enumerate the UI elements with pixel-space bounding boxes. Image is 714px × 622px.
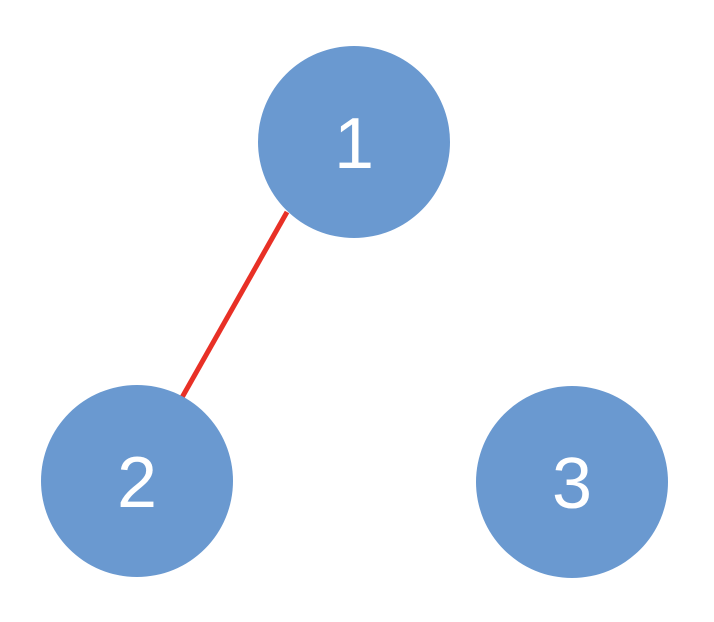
node-circle-3[interactable]: [476, 386, 668, 578]
node-circle-2[interactable]: [41, 385, 233, 577]
node-1[interactable]: 1: [258, 46, 450, 238]
node-2[interactable]: 2: [41, 385, 233, 577]
edge-1-2[interactable]: [177, 210, 290, 403]
node-circle-1[interactable]: [258, 46, 450, 238]
node-3[interactable]: 3: [476, 386, 668, 578]
